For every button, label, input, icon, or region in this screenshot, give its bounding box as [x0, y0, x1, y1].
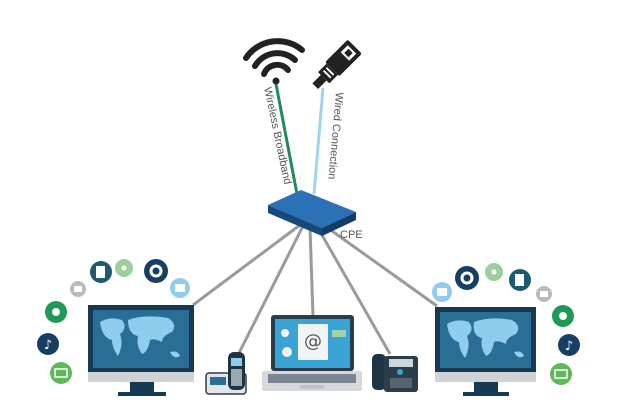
video-icon: [170, 278, 190, 298]
video-icon: [432, 282, 452, 302]
music-icon: ♪: [37, 333, 59, 355]
wired-label: Wired Connection: [325, 92, 345, 180]
cpe-router-icon: [268, 190, 356, 236]
wireless-label: Wireless Broadband: [261, 86, 293, 185]
music-icon: ♪: [558, 334, 580, 356]
phone-call-icon: [552, 305, 574, 327]
share-icon: [115, 259, 133, 277]
wifi-icon: [243, 38, 305, 85]
laptop-icon: @: [262, 315, 362, 391]
mail-icon: [50, 362, 72, 384]
desktop-monitor-icon: [88, 305, 194, 396]
desktop-monitor-icon: [435, 307, 536, 396]
svg-text:♪: ♪: [44, 338, 52, 353]
svg-text:♪: ♪: [565, 339, 573, 354]
device-links: [192, 223, 438, 356]
wireless-link: [274, 83, 299, 195]
right-app-icons: ♪: [432, 263, 580, 385]
left-app-icons: ♪: [37, 259, 190, 384]
wired-link: [312, 87, 325, 195]
link-cordless-phone: [236, 225, 305, 356]
edit-icon: [90, 261, 112, 283]
gear-icon: [455, 266, 479, 290]
link-desk-phone: [316, 227, 392, 355]
edit-icon: [509, 269, 531, 291]
link-left-monitor: [192, 223, 301, 307]
cordless-phone-icon: [205, 352, 247, 395]
link-right-monitor: [324, 224, 438, 308]
briefcase-icon: [70, 281, 86, 297]
mail-icon: [550, 363, 572, 385]
cpe-label: CPE: [340, 229, 363, 241]
share-icon: [485, 263, 503, 281]
link-laptop: [308, 227, 315, 317]
gear-icon: [144, 259, 168, 283]
briefcase-icon: [536, 286, 552, 302]
svg-text:@: @: [304, 331, 322, 352]
ethernet-plug-icon: [312, 40, 362, 90]
desk-phone-icon: [372, 354, 418, 392]
phone-call-icon: [45, 301, 67, 323]
